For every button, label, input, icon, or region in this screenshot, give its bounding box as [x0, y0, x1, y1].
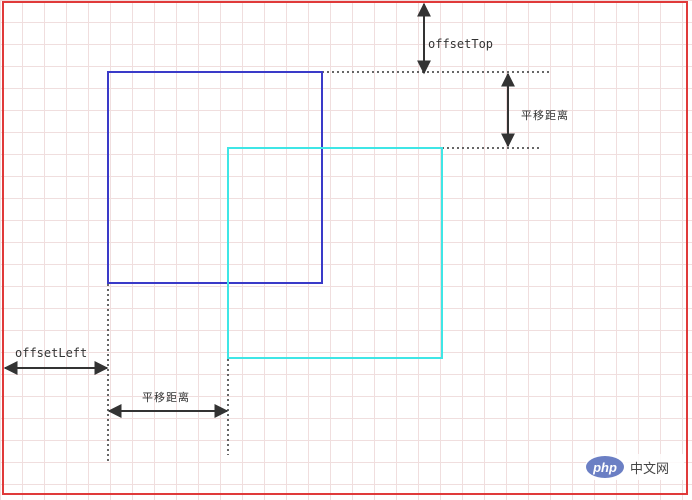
- offset-left-label: offsetLeft: [15, 346, 88, 360]
- original-box: [107, 71, 323, 284]
- translated-box: [227, 147, 443, 359]
- watermark-site-text: 中文网: [630, 461, 670, 477]
- outer-container-frame: [2, 1, 688, 495]
- php-logo: php: [586, 456, 624, 478]
- offset-top-label: offsetTop: [428, 37, 494, 51]
- translate-x-label: 平移距离: [142, 391, 190, 404]
- translate-y-label: 平移距离: [521, 109, 569, 122]
- site-watermark: php 中文网: [586, 454, 684, 480]
